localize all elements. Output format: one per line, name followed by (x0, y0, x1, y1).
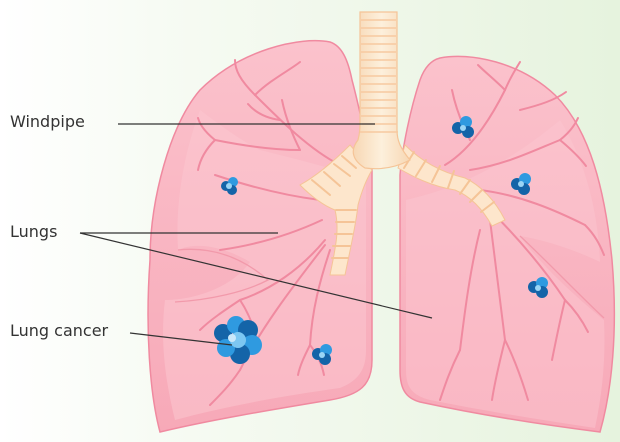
right-lung (400, 56, 614, 432)
lung-cancer-label: Lung cancer (10, 321, 108, 341)
windpipe (353, 12, 410, 169)
lungs-label: Lungs (10, 222, 57, 242)
windpipe-label: Windpipe (10, 112, 85, 132)
